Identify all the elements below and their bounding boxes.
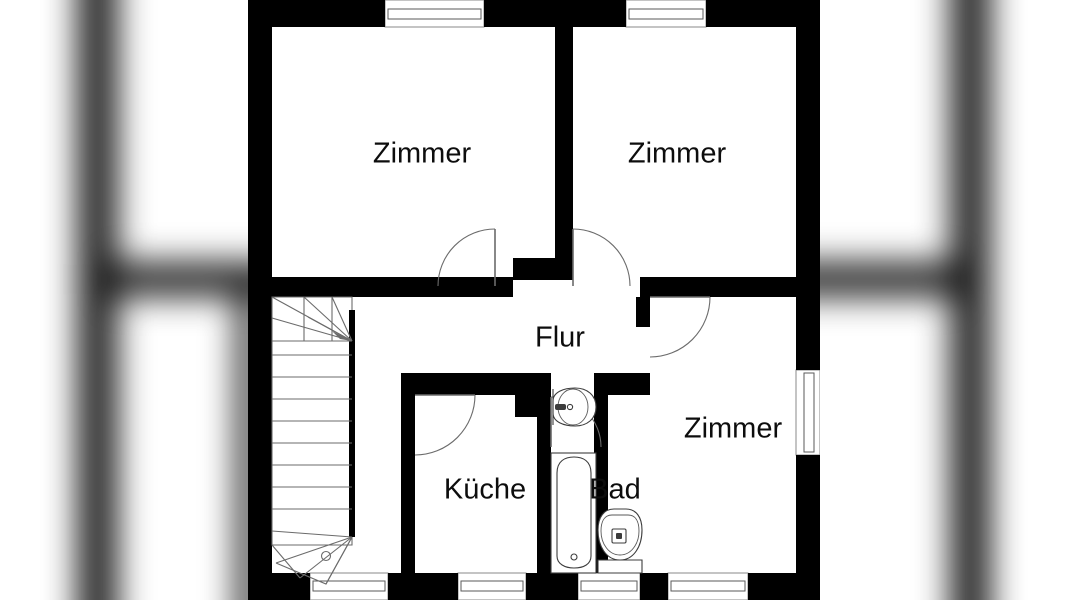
door-zimmer-1 [437,228,496,287]
window-group [309,0,820,600]
toilet-fixture [597,508,643,574]
door-zimmer-3 [649,296,711,358]
plan-background [248,0,820,600]
room-label-zimmer-3: Zimmer [684,413,783,445]
interior-walls [248,0,796,573]
window-south-2 [457,572,527,600]
window-south-3 [577,572,641,600]
room-label-zimmer-2: Zimmer [628,138,727,170]
room-label-kueche: Küche [444,474,526,506]
room-label-bad: Bad [589,474,641,506]
door-zimmer-2 [572,228,631,287]
window-north-2 [625,0,707,28]
room-label-zimmer-1: Zimmer [373,138,472,170]
window-south-4 [667,572,749,600]
room-labels: Zimmer Zimmer Flur Zimmer Küche Bad [373,138,783,506]
bathroom-fixtures [550,387,643,574]
window-east-1 [795,369,820,456]
window-south-1 [309,572,389,600]
window-north-1 [384,0,485,28]
bathtub-fixture [550,452,597,574]
door-kueche [414,394,476,456]
washbasin-fixture [552,387,597,427]
room-label-flur: Flur [535,322,585,354]
staircase [271,296,355,585]
